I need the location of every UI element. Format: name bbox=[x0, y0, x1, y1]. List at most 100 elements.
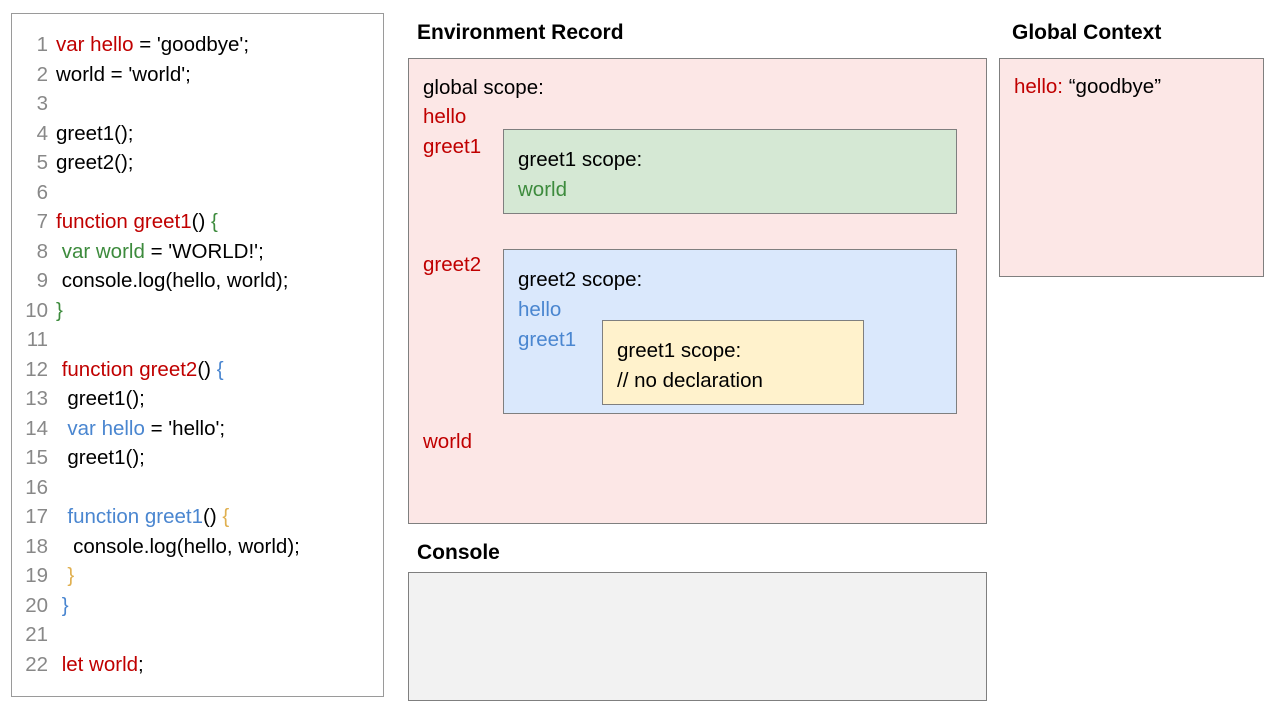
line-number: 12 bbox=[25, 357, 48, 381]
line-number: 15 bbox=[25, 446, 48, 469]
line-number: 8 bbox=[36, 239, 48, 263]
code-line-text: function greet1() { bbox=[56, 505, 229, 528]
code-line: 22 let world; bbox=[12, 650, 383, 680]
code-line-text: world = 'world'; bbox=[56, 63, 191, 86]
code-token: () bbox=[191, 210, 211, 233]
code-line: 20 } bbox=[12, 591, 383, 621]
code-line: 10} bbox=[12, 296, 383, 326]
code-token: { bbox=[222, 505, 230, 528]
code-token: } bbox=[61, 593, 69, 617]
code-token: function greet1 bbox=[67, 505, 204, 528]
code-line: 8 var world = 'WORLD!'; bbox=[12, 237, 383, 267]
code-token: function greet1 bbox=[56, 210, 192, 233]
code-token: var hello bbox=[56, 33, 134, 56]
global-context-entry: hello: “goodbye” bbox=[1014, 75, 1162, 98]
global-context-title: Global Context bbox=[1012, 21, 1162, 44]
global-context-entry-key: hello: bbox=[1014, 75, 1064, 98]
code-line: 17 function greet1() { bbox=[12, 502, 383, 532]
code-line-text: } bbox=[56, 594, 69, 617]
code-line: 12 function greet2() { bbox=[12, 355, 383, 385]
greet2-scope-box: greet2 scope: hello greet1 greet1 scope:… bbox=[503, 249, 957, 414]
code-line-text: var hello = 'goodbye'; bbox=[56, 33, 249, 56]
code-token: console.log(hello, world); bbox=[56, 269, 289, 292]
code-token: var hello bbox=[67, 416, 145, 440]
global-binding-greet2: greet2 bbox=[423, 253, 482, 276]
code-token: let world bbox=[61, 652, 139, 676]
code-token: } bbox=[67, 564, 75, 587]
console-title: Console bbox=[417, 541, 500, 564]
line-number: 20 bbox=[25, 593, 48, 617]
nested-greet1-scope-note: // no declaration bbox=[617, 369, 763, 392]
code-token: function greet2 bbox=[61, 357, 198, 381]
global-context-entry-value: “goodbye” bbox=[1068, 75, 1162, 98]
code-editor-panel[interactable]: 1 var hello = 'goodbye'; 2 world = 'world';… bbox=[11, 13, 384, 697]
line-number: 21 bbox=[25, 623, 48, 646]
line-number: 1 bbox=[36, 33, 48, 56]
console-output-box[interactable] bbox=[408, 572, 987, 701]
code-line: 21 bbox=[12, 620, 383, 650]
line-number: 22 bbox=[25, 652, 48, 676]
line-number: 6 bbox=[36, 180, 48, 204]
code-line-text: greet2(); bbox=[56, 151, 133, 174]
code-token bbox=[56, 564, 67, 587]
code-token: greet1(); bbox=[56, 121, 134, 145]
code-lines-container: 1 var hello = 'goodbye'; 2 world = 'world';… bbox=[12, 30, 383, 679]
code-token: = 'WORLD!'; bbox=[144, 239, 264, 263]
code-line-text: var world = 'WORLD!'; bbox=[56, 240, 264, 263]
line-number: 16 bbox=[25, 475, 48, 499]
code-token: { bbox=[216, 357, 224, 381]
line-number: 19 bbox=[25, 564, 48, 587]
code-line: 11 bbox=[12, 325, 383, 355]
line-number: 17 bbox=[25, 505, 48, 528]
code-token: } bbox=[56, 298, 63, 322]
code-line: 3 bbox=[12, 89, 383, 119]
line-number: 2 bbox=[36, 62, 48, 86]
code-token: world = 'world'; bbox=[56, 62, 191, 86]
greet1-scope-heading: greet1 scope: bbox=[518, 148, 643, 171]
code-token: = 'goodbye'; bbox=[133, 33, 250, 56]
line-number: 11 bbox=[26, 328, 48, 351]
code-line: 15 greet1(); bbox=[12, 443, 383, 473]
code-token: () bbox=[197, 357, 217, 381]
global-context-box: hello: “goodbye” bbox=[999, 58, 1264, 277]
code-token: = 'hello'; bbox=[144, 416, 226, 440]
global-binding-greet1: greet1 bbox=[423, 135, 482, 158]
greet2-scope-binding-hello: hello bbox=[518, 298, 562, 321]
code-line-text: var hello = 'hello'; bbox=[56, 417, 225, 440]
code-line: 18 console.log(hello, world); bbox=[12, 532, 383, 562]
line-number: 9 bbox=[36, 269, 48, 292]
greet1-scope-box: greet1 scope: world bbox=[503, 129, 957, 214]
code-line: 19 } bbox=[12, 561, 383, 591]
line-number: 3 bbox=[36, 92, 48, 115]
code-token: greet1(); bbox=[56, 446, 145, 469]
code-line: 2 world = 'world'; bbox=[12, 60, 383, 90]
line-number: 13 bbox=[25, 387, 48, 410]
code-line-text: console.log(hello, world); bbox=[56, 535, 300, 558]
code-line: 7 function greet1() { bbox=[12, 207, 383, 237]
code-line-text: } bbox=[56, 299, 63, 322]
nested-greet1-scope-box: greet1 scope: // no declaration bbox=[602, 320, 864, 405]
global-binding-hello: hello bbox=[423, 105, 467, 128]
line-number: 4 bbox=[36, 121, 48, 145]
environment-record-title: Environment Record bbox=[417, 21, 624, 44]
line-number: 7 bbox=[36, 210, 48, 233]
code-line-text: greet1(); bbox=[56, 387, 144, 410]
global-binding-world: world bbox=[423, 430, 472, 453]
nested-greet1-scope-heading: greet1 scope: bbox=[617, 339, 742, 362]
code-line: 16 bbox=[12, 473, 383, 503]
code-token bbox=[56, 505, 67, 528]
code-token: () bbox=[203, 505, 223, 528]
line-number: 10 bbox=[25, 298, 48, 322]
code-line-text: console.log(hello, world); bbox=[56, 269, 289, 292]
line-number: 14 bbox=[25, 416, 48, 440]
code-line-text: function greet1() { bbox=[56, 210, 218, 233]
code-line: 13 greet1(); bbox=[12, 384, 383, 414]
code-line: 6 bbox=[12, 178, 383, 208]
code-token: console.log(hello, world); bbox=[56, 534, 300, 558]
code-line-text: greet1(); bbox=[56, 122, 133, 145]
code-token: greet2(); bbox=[56, 151, 134, 174]
code-token: { bbox=[210, 210, 218, 233]
code-token: var world bbox=[61, 239, 145, 263]
code-line: 9 console.log(hello, world); bbox=[12, 266, 383, 296]
